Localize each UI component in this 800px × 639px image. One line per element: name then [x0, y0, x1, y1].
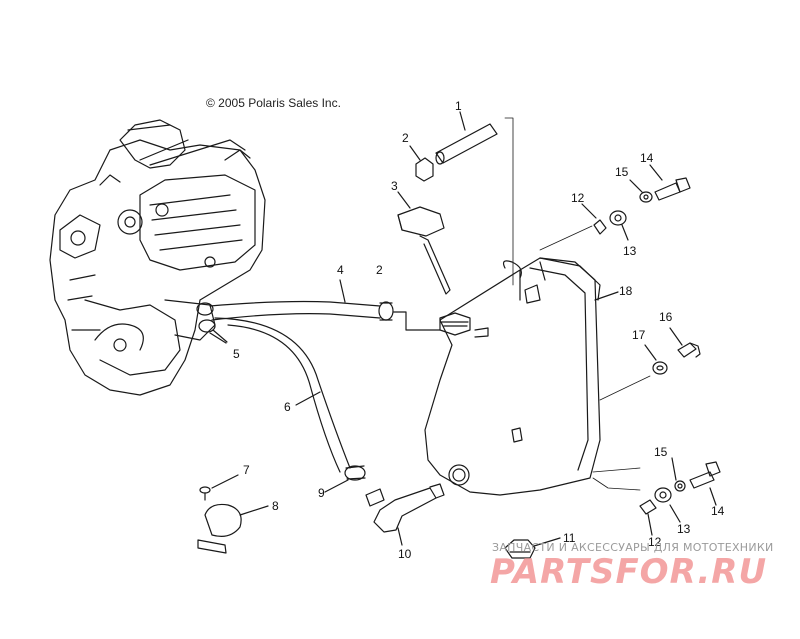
part-7-screw	[199, 474, 239, 501]
callout-14-upper: 14	[640, 151, 654, 165]
callout-2-lower: 2	[376, 263, 383, 277]
callout-8: 8	[272, 499, 279, 513]
part-10-elbow-fitting	[365, 483, 445, 546]
part-1-tube	[435, 111, 498, 165]
callout-5: 5	[233, 347, 240, 361]
parts-12-13-14-15-lower	[639, 457, 721, 536]
part-4-hose	[209, 279, 381, 321]
callout-13-upper: 13	[623, 244, 637, 258]
parts-14-15-upper	[629, 164, 691, 203]
callout-18: 18	[619, 284, 633, 298]
callout-14-lower: 14	[711, 504, 725, 518]
callout-10: 10	[398, 547, 412, 561]
callout-15-upper: 15	[615, 165, 629, 179]
callout-13-lower: 13	[677, 522, 691, 536]
part-6-hose	[214, 317, 351, 473]
callout-labels: 1 2 2 3 4 5 6 7 8 9 10 11 12 12 13 13 14…	[233, 99, 725, 561]
callout-15-lower: 15	[654, 445, 668, 459]
callout-9: 9	[318, 486, 325, 500]
callout-11: 11	[563, 531, 576, 545]
part-5-fittings	[196, 302, 228, 344]
part-8-clip	[197, 503, 269, 554]
callout-2-upper: 2	[402, 131, 409, 145]
assembly-dashed-lines	[504, 117, 651, 491]
part-9-clamp	[324, 465, 366, 493]
callout-17: 17	[632, 328, 646, 342]
part-18-oil-tank	[424, 257, 619, 496]
part-2-clamp-lower	[378, 301, 441, 331]
parts-12-13-upper	[581, 203, 629, 241]
part-11-cap	[504, 537, 561, 559]
callout-12-lower: 12	[648, 535, 662, 549]
callout-1: 1	[455, 99, 462, 113]
watermark-subtitle: ЗАПЧАСТИ И АКСЕССУАРЫ ДЛЯ МОТОТЕХНИКИ	[492, 541, 774, 554]
callout-7: 7	[243, 463, 250, 477]
part-2-cap-upper	[409, 145, 434, 182]
parts-16-17	[644, 327, 701, 375]
watermark-logo: PARTSFOR.RU	[490, 552, 768, 592]
copyright-notice: © 2005 Polaris Sales Inc.	[206, 96, 341, 110]
callout-3: 3	[391, 179, 398, 193]
part-3-dipstick	[397, 191, 451, 295]
callout-16: 16	[659, 310, 673, 324]
callout-4: 4	[337, 263, 344, 277]
callout-6: 6	[284, 400, 291, 414]
callout-12-upper: 12	[571, 191, 585, 205]
